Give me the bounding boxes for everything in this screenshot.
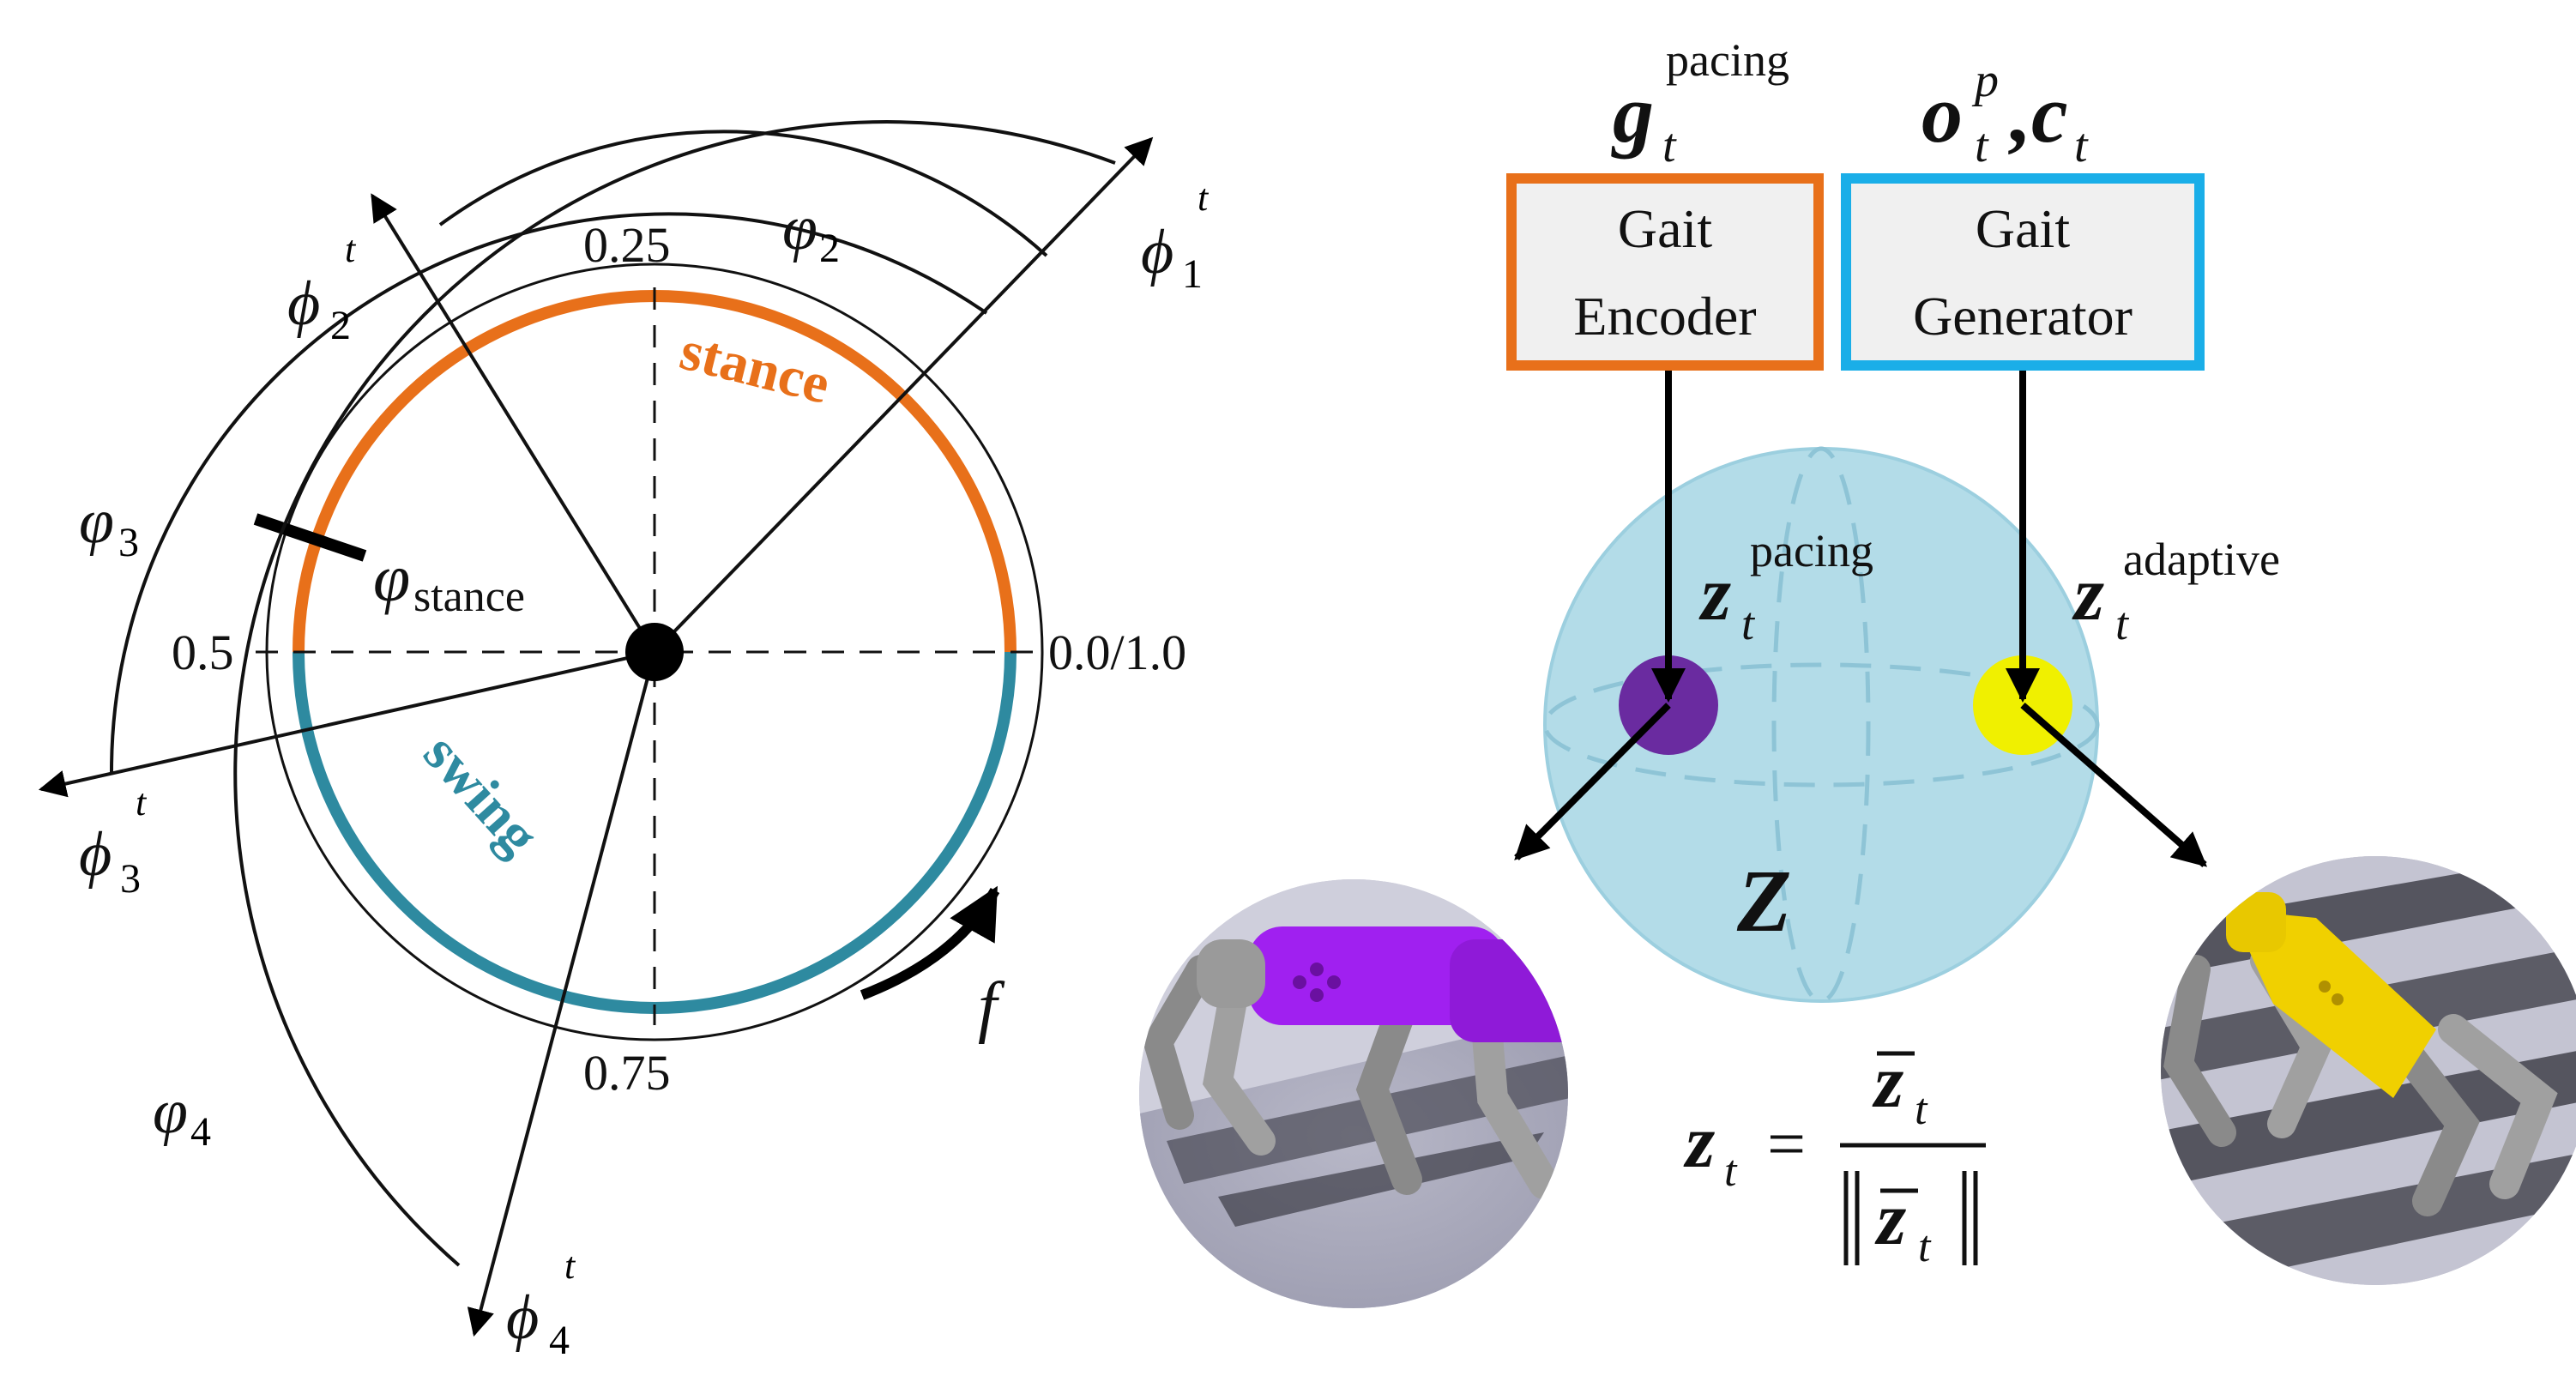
svg-text:φ: φ: [153, 1077, 188, 1147]
svg-text:t: t: [564, 1245, 576, 1287]
svg-text:4: 4: [190, 1109, 211, 1155]
phi4-ray: [467, 651, 656, 1337]
adaptive-latent-to-robot-arrow: [2020, 702, 2208, 868]
tick-label-left: 0.5: [172, 625, 234, 680]
svg-text:z: z: [2072, 552, 2104, 637]
pacing-latent-to-robot-arrow: [1514, 703, 1671, 860]
tick-label-bottom: 0.75: [583, 1045, 671, 1101]
gait-encoder-label-line1: Gait: [1618, 198, 1712, 259]
svg-text:ϕ: ϕ: [1141, 217, 1173, 287]
frequency-arrow: [860, 885, 1000, 1000]
svg-text:2: 2: [819, 226, 840, 271]
offset-label-2: φ 2: [782, 193, 840, 271]
svg-text:1: 1: [1182, 251, 1203, 297]
svg-text:o: o: [1921, 68, 1963, 160]
svg-text:ϕ: ϕ: [506, 1282, 539, 1353]
pacing-robot-image: [1139, 879, 1568, 1308]
svg-text:z: z: [1698, 552, 1731, 637]
svg-text:t: t: [1915, 1085, 1928, 1134]
phi-stance-symbol: φ: [373, 540, 410, 615]
offset-arc-phi2: [438, 130, 1048, 257]
gait-generator-label-line2: Generator: [1913, 286, 2133, 347]
svg-text:4: 4: [549, 1318, 570, 1363]
tick-label-top: 0.25: [583, 217, 671, 273]
svg-text:t: t: [345, 228, 357, 270]
svg-text:c: c: [2031, 68, 2068, 160]
phi3-ray: [38, 650, 655, 798]
tick-label-right: 0.0/1.0: [1048, 625, 1186, 680]
svg-text:t: t: [2115, 598, 2130, 649]
svg-text:t: t: [2074, 119, 2089, 172]
swing-label: swing: [412, 722, 551, 867]
svg-text:adaptive: adaptive: [2123, 534, 2280, 585]
svg-text:φ: φ: [79, 486, 114, 557]
adaptive-robot-image: [2161, 856, 2576, 1285]
gait-architecture: Gait Encoder Gait Generator g t pacing o…: [1139, 34, 2576, 1308]
phase-diagram: 0.25 0.5 0.0/1.0 0.75 stance swing φ sta…: [38, 120, 1210, 1363]
phi3-label: ϕ 3 t: [79, 782, 148, 902]
offset-arc-phi3: [110, 212, 988, 773]
svg-text:z: z: [1872, 1041, 1903, 1124]
z-pacing-label: z t pacing: [1698, 525, 1873, 649]
offset-label-3: φ 3: [79, 486, 139, 565]
svg-text:t: t: [1918, 1222, 1932, 1271]
z-adaptive-label: z t adaptive: [2072, 534, 2280, 649]
phi-stance-subscript: stance: [413, 572, 525, 621]
svg-text:t: t: [1975, 119, 1989, 172]
svg-text:2: 2: [330, 303, 351, 348]
svg-text:pacing: pacing: [1666, 34, 1789, 86]
svg-text:z: z: [1683, 1101, 1715, 1184]
offset-label-4: φ 4: [153, 1077, 211, 1155]
sphere-equator: [1542, 662, 2100, 788]
offset-arc-phi4: [233, 120, 1116, 1267]
svg-text:=: =: [1767, 1107, 1806, 1182]
svg-text:,: ,: [2007, 68, 2028, 160]
svg-text:3: 3: [120, 856, 141, 902]
phi-stance-marker: [253, 513, 367, 562]
svg-text:g: g: [1611, 68, 1654, 160]
gait-encoder-label-line2: Encoder: [1573, 286, 1756, 347]
phi2-label: ϕ 2 t: [287, 228, 357, 348]
svg-text:ϕ: ϕ: [79, 819, 112, 890]
generator-input-label: o t p , c t: [1921, 54, 2089, 172]
svg-text:p: p: [1971, 54, 1999, 107]
svg-text:t: t: [1662, 119, 1677, 172]
phase-center-dot: [625, 623, 684, 681]
phi1-label: ϕ 1 t: [1141, 177, 1210, 297]
latent-space-label: Z: [1736, 852, 1792, 951]
svg-text:t: t: [1741, 598, 1756, 649]
svg-text:t: t: [1724, 1147, 1738, 1196]
svg-text:ϕ: ϕ: [287, 269, 320, 339]
normalization-formula: z t = z t z t: [1683, 1041, 1986, 1271]
phi1-ray: [653, 136, 1154, 654]
frequency-label: f: [978, 969, 1005, 1045]
svg-text:z: z: [1874, 1178, 1906, 1261]
gait-generator-box: Gait Generator: [1841, 173, 2205, 371]
svg-text:t: t: [136, 782, 148, 824]
phi4-label: ϕ 4 t: [506, 1245, 576, 1363]
encoder-input-label: g t pacing: [1611, 34, 1789, 172]
gait-generator-label-line1: Gait: [1976, 198, 2070, 259]
sphere-meridian: [1771, 446, 1871, 1004]
svg-text:t: t: [1198, 177, 1210, 219]
svg-text:3: 3: [118, 520, 139, 565]
gait-encoder-box: Gait Encoder: [1506, 173, 1824, 371]
svg-text:pacing: pacing: [1750, 525, 1873, 576]
svg-text:φ: φ: [782, 193, 817, 263]
